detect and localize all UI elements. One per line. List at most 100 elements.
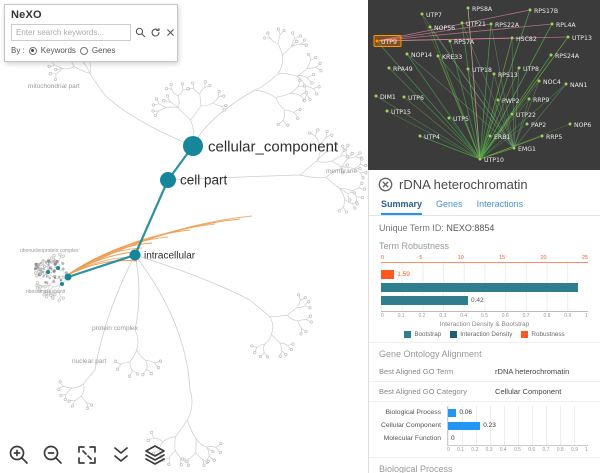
gene-label-rrp5: RRP5 bbox=[546, 134, 562, 141]
search-input[interactable] bbox=[11, 24, 131, 41]
gene-label-utp18: UTP18 bbox=[472, 67, 492, 74]
fit-view-button[interactable] bbox=[75, 443, 99, 467]
gene-node-nan1[interactable] bbox=[564, 82, 568, 86]
gene-node-utp13[interactable] bbox=[566, 35, 570, 39]
gene-label-rrp9: RRP9 bbox=[533, 97, 549, 104]
gene-node-noc4[interactable] bbox=[537, 79, 541, 83]
gene-node-rps7a[interactable] bbox=[448, 39, 452, 43]
gene-node-utp15[interactable] bbox=[385, 109, 389, 113]
tree-node-cluster[interactable] bbox=[64, 273, 72, 281]
gene-node-dim1[interactable] bbox=[374, 94, 378, 98]
gene-node-rpa49[interactable] bbox=[387, 66, 391, 70]
gene-label-utp7: UTP7 bbox=[426, 12, 442, 19]
gene-node-utp7[interactable] bbox=[420, 12, 424, 16]
gene-node-rps22a[interactable] bbox=[489, 22, 493, 26]
gene-node-rps13[interactable] bbox=[492, 72, 496, 76]
gene-node-pap2[interactable] bbox=[525, 122, 529, 126]
gene-node-rps17b[interactable] bbox=[528, 8, 532, 12]
gene-node-utp5[interactable] bbox=[447, 116, 451, 120]
gene-node-nop6[interactable] bbox=[568, 122, 572, 126]
gene-node-utp22[interactable] bbox=[510, 112, 514, 116]
tree-term-label: nuclear part bbox=[72, 358, 107, 365]
gene-label-utp5: UTP5 bbox=[453, 116, 469, 123]
gene-label-utp4: UTP4 bbox=[424, 134, 440, 141]
gene-node-utp8[interactable] bbox=[517, 66, 521, 70]
gene-node-nop14[interactable] bbox=[405, 52, 409, 56]
gene-label-erb1: ERB1 bbox=[494, 134, 510, 141]
search-icon[interactable] bbox=[135, 27, 146, 38]
biological-process-heading: Biological Process bbox=[369, 457, 600, 473]
gene-node-utp21[interactable] bbox=[460, 21, 464, 25]
gene-label-utp8: UTP8 bbox=[523, 66, 539, 73]
gene-node-utp10[interactable] bbox=[478, 157, 482, 161]
gene-label-kre33: KRE33 bbox=[442, 54, 462, 61]
gene-label-rps8a: RPS8A bbox=[472, 6, 493, 13]
gene-node-kre33[interactable] bbox=[436, 54, 440, 58]
gene-node-utp18[interactable] bbox=[466, 67, 470, 71]
gene-node-nop56[interactable] bbox=[428, 25, 432, 29]
tree-node-label: cellular_component bbox=[208, 138, 339, 155]
layers-button[interactable] bbox=[143, 443, 167, 467]
gene-node-rps8a[interactable] bbox=[466, 6, 470, 10]
tree-node-cell-part[interactable] bbox=[160, 172, 176, 188]
gene-node-rrp5[interactable] bbox=[540, 134, 544, 138]
gene-label-utp9: UTP9 bbox=[381, 39, 397, 46]
tree-node-label: cell part bbox=[180, 173, 228, 188]
close-icon[interactable] bbox=[378, 177, 393, 192]
gene-node-pwp2[interactable] bbox=[496, 98, 500, 102]
gene-label-utp22: UTP22 bbox=[516, 112, 536, 119]
gene-label-dim1: DIM1 bbox=[380, 94, 396, 101]
tree-node-intracellular[interactable] bbox=[129, 249, 141, 261]
expand-levels-button[interactable] bbox=[109, 443, 133, 467]
radio-keywords[interactable] bbox=[28, 46, 37, 55]
gene-label-noc4: NOC4 bbox=[543, 79, 561, 86]
gene-node-utp6[interactable] bbox=[402, 95, 406, 99]
radio-genes[interactable] bbox=[79, 46, 88, 55]
gene-node-utp9[interactable] bbox=[375, 39, 379, 43]
tree-term-label: protein complex bbox=[92, 325, 139, 332]
robustness-bar-interaction-density: 0.42 bbox=[381, 296, 588, 305]
gene-node-rpl4a[interactable] bbox=[550, 22, 554, 26]
zoom-out-button[interactable] bbox=[41, 443, 65, 467]
search-panel: NeXO By : Keywords Genes bbox=[4, 4, 178, 62]
radio-keywords-label: Keywords bbox=[40, 46, 76, 55]
tree-term-label: membrane bbox=[326, 168, 357, 175]
robustness-bar-robustness: 1.59 bbox=[381, 270, 588, 279]
tree-node-label: intracellular bbox=[144, 251, 196, 262]
gene-node-erb1[interactable] bbox=[488, 134, 492, 138]
tab-summary[interactable]: Summary bbox=[381, 199, 423, 215]
details-tabs: Summary Genes Interactions bbox=[369, 196, 600, 216]
tree-node-cellular_component[interactable] bbox=[183, 136, 203, 156]
alignment-heading: Gene Ontology Alignment bbox=[369, 342, 600, 362]
refresh-icon[interactable] bbox=[150, 27, 161, 38]
radio-genes-label: Genes bbox=[91, 46, 116, 55]
gene-label-rpl4a: RPL4A bbox=[556, 22, 576, 29]
gene-node-emg1[interactable] bbox=[512, 146, 516, 150]
gene-label-rps7a: RPS7A bbox=[454, 39, 475, 46]
robustness-axis-label: Interaction Density & Bootstrap bbox=[439, 321, 530, 328]
unique-term-id: Unique Term ID: NEXO:8854 bbox=[379, 223, 495, 233]
gene-node-rrp9[interactable] bbox=[527, 97, 531, 101]
tree-term-label: mitochondrial part bbox=[28, 83, 80, 90]
tab-genes[interactable]: Genes bbox=[436, 199, 463, 209]
gene-node-hsc82[interactable] bbox=[510, 36, 514, 40]
tab-interactions[interactable]: Interactions bbox=[476, 199, 524, 209]
gene-label-rps17b: RPS17B bbox=[534, 8, 558, 15]
zoom-in-button[interactable] bbox=[7, 443, 31, 467]
clear-icon[interactable] bbox=[165, 27, 176, 38]
gene-node-utp4[interactable] bbox=[418, 134, 422, 138]
gene-node-rps24a[interactable] bbox=[549, 53, 553, 57]
